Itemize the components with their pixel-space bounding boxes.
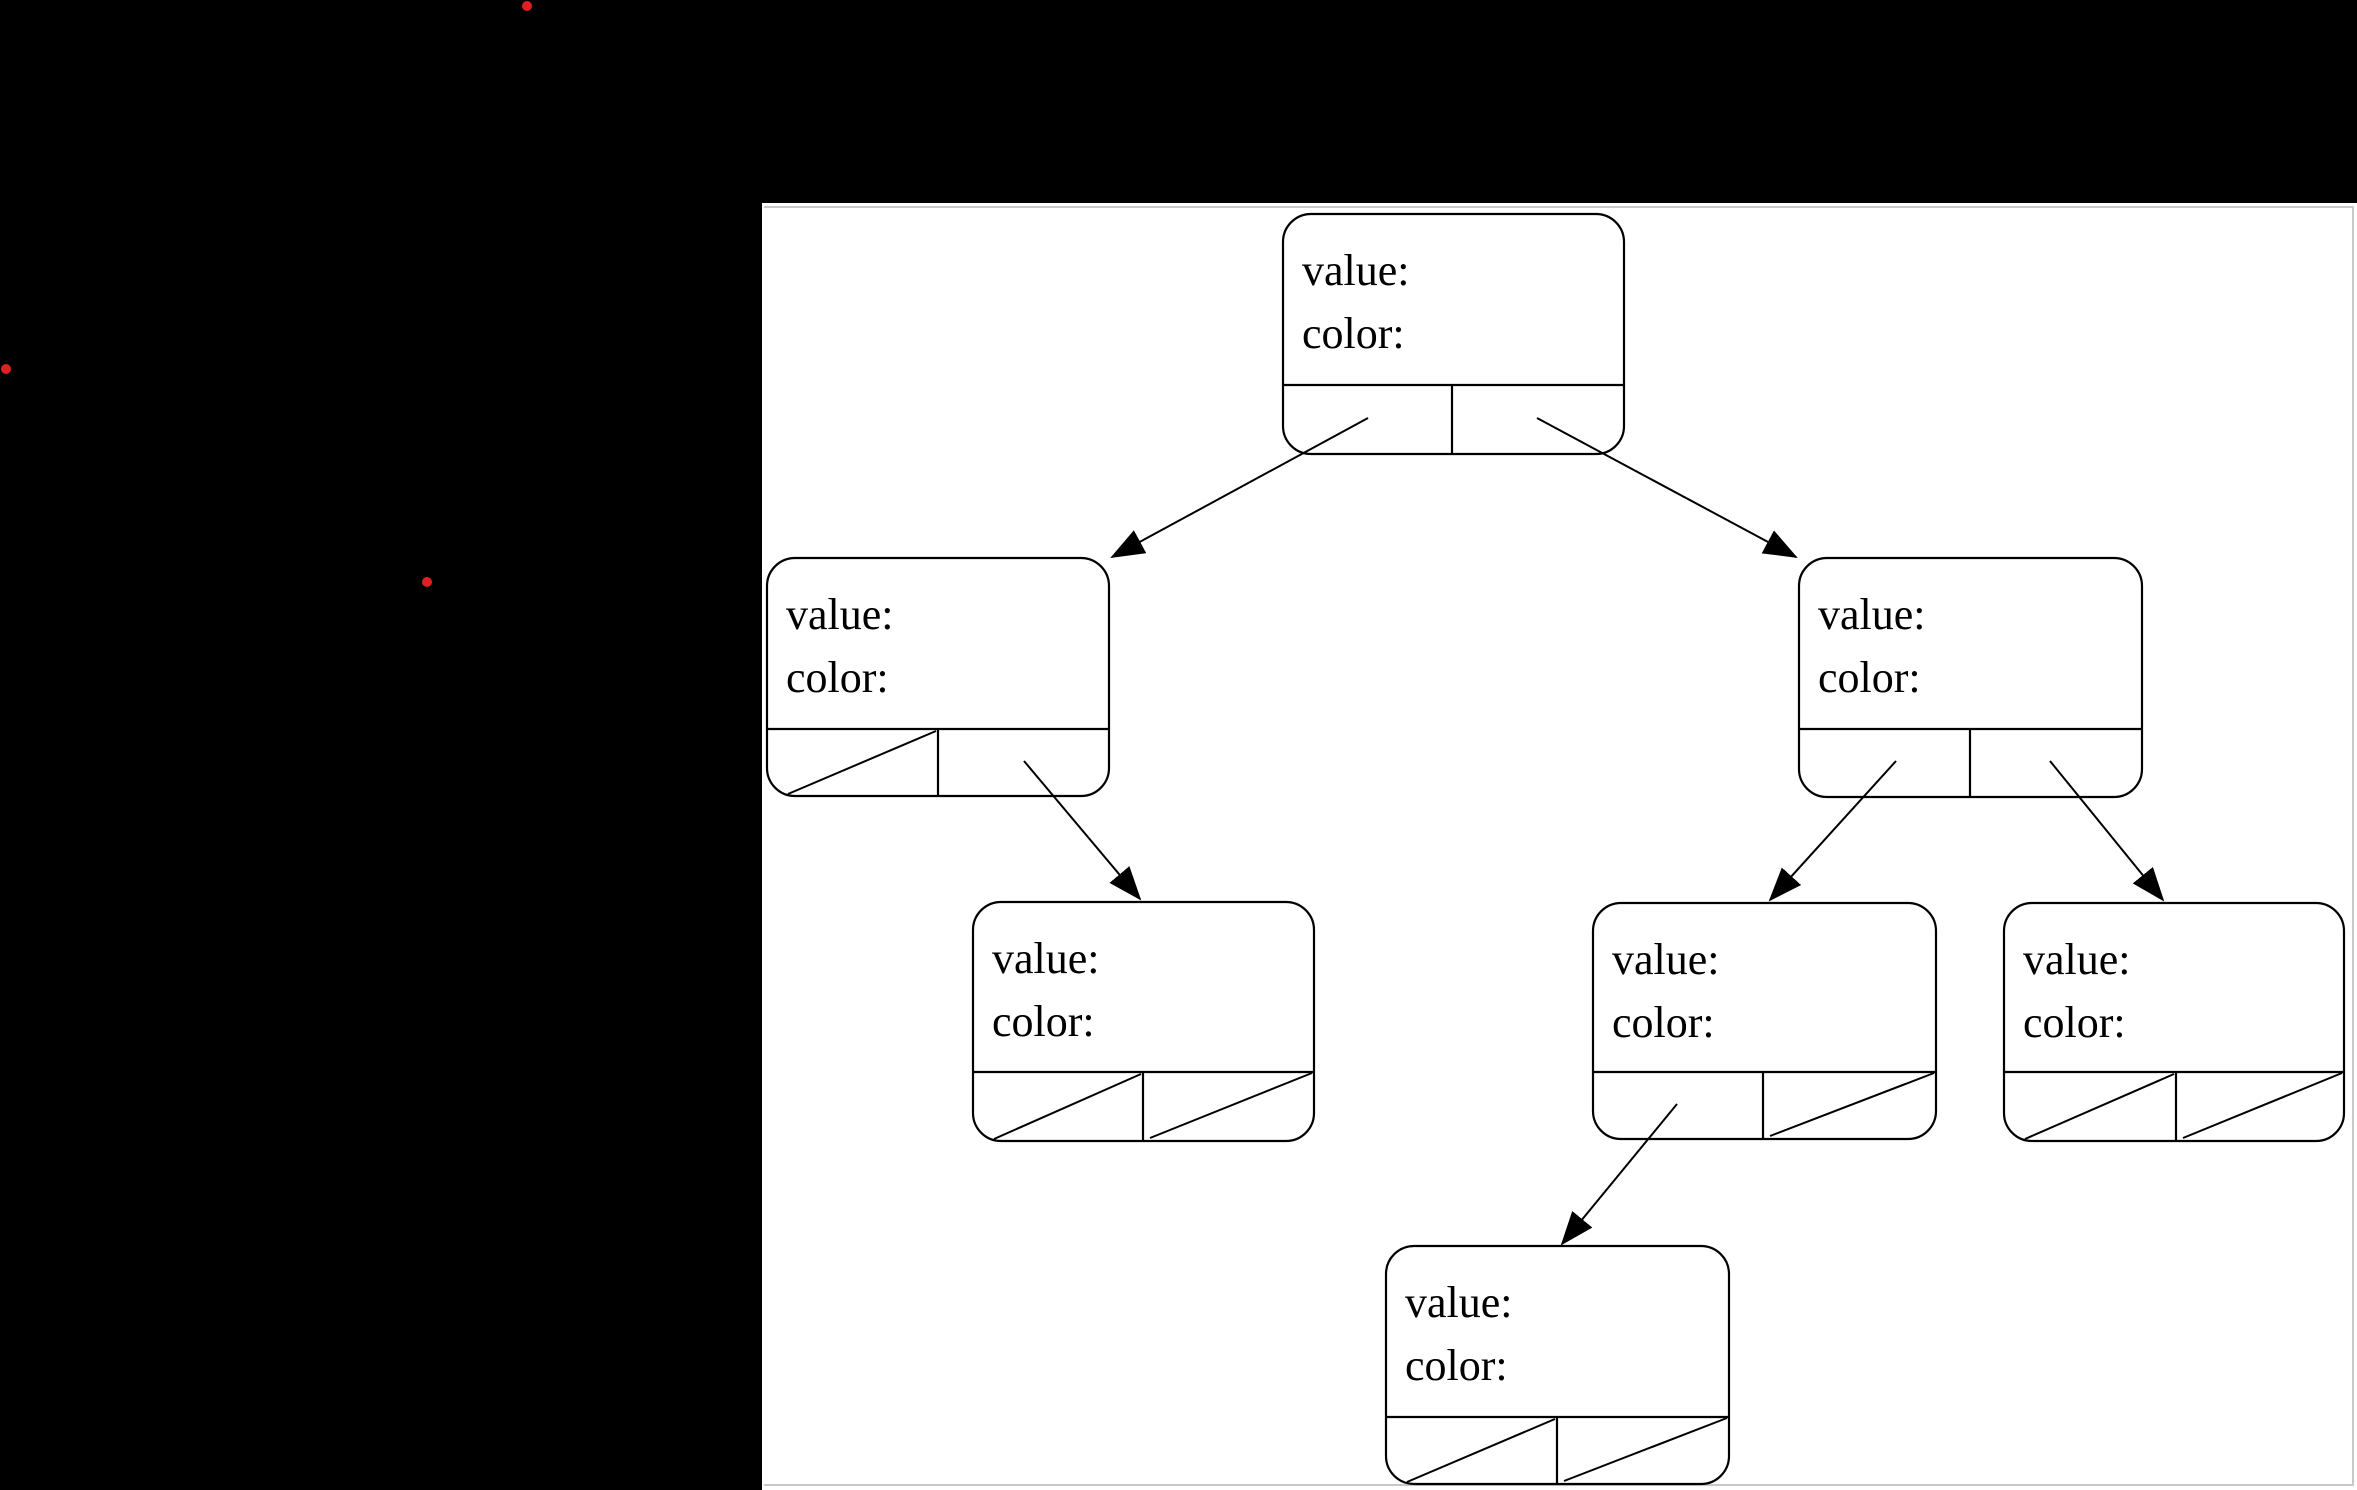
node-value-label: value: bbox=[2023, 935, 2131, 984]
node-color-label: color: bbox=[2023, 998, 2126, 1047]
tree-node-root: value: color: bbox=[1281, 212, 1626, 456]
edge-left-child-right bbox=[1023, 760, 1142, 901]
node-color-label: color: bbox=[1818, 653, 1921, 702]
node-value-label: value: bbox=[992, 934, 1100, 983]
node-box bbox=[2002, 901, 2346, 1143]
null-slash-left bbox=[2024, 1073, 2175, 1140]
red-dot bbox=[1, 364, 11, 374]
edge-right-child-left bbox=[1768, 760, 1897, 902]
tree-node-bottom-node: value: color: bbox=[1384, 1244, 1731, 1486]
node-box bbox=[765, 556, 1111, 798]
node-color-label: color: bbox=[1612, 998, 1715, 1047]
node-color-label: color: bbox=[1405, 1341, 1508, 1390]
node-value-label: value: bbox=[786, 590, 894, 639]
node-box bbox=[971, 900, 1316, 1143]
edge-right-child-right bbox=[2049, 760, 2165, 902]
null-slash-right bbox=[1769, 1072, 1935, 1137]
node-color-label: color: bbox=[1302, 309, 1405, 358]
edge-root-left bbox=[1110, 417, 1369, 558]
node-box bbox=[1591, 901, 1938, 1141]
node-color-label: color: bbox=[992, 997, 1095, 1046]
tree-node-lr-node: value: color: bbox=[971, 900, 1316, 1143]
tree-node-rr-node: value: color: bbox=[2002, 901, 2346, 1143]
red-dot bbox=[522, 1, 532, 11]
null-slash-right bbox=[2182, 1072, 2343, 1139]
node-color-label: color: bbox=[786, 653, 889, 702]
tree-node-right-child: value: color: bbox=[1797, 556, 2144, 799]
node-value-label: value: bbox=[1405, 1278, 1513, 1327]
null-slash-left bbox=[993, 1073, 1142, 1140]
null-slash-right bbox=[1563, 1417, 1728, 1482]
edge-rl-node-left bbox=[1560, 1103, 1678, 1246]
node-value-label: value: bbox=[1612, 935, 1720, 984]
edge-root-right bbox=[1536, 417, 1798, 558]
red-dot bbox=[422, 577, 432, 587]
tree-node-rl-node: value: color: bbox=[1591, 901, 1938, 1141]
node-box bbox=[1281, 212, 1626, 456]
null-slash-right bbox=[1149, 1072, 1313, 1139]
null-slash-left bbox=[1406, 1418, 1556, 1483]
node-box bbox=[1797, 556, 2144, 799]
node-value-label: value: bbox=[1818, 590, 1926, 639]
null-slash-left bbox=[787, 730, 937, 795]
node-value-label: value: bbox=[1302, 246, 1410, 295]
node-box bbox=[1384, 1244, 1731, 1486]
tree-node-left-child: value: color: bbox=[765, 556, 1111, 798]
